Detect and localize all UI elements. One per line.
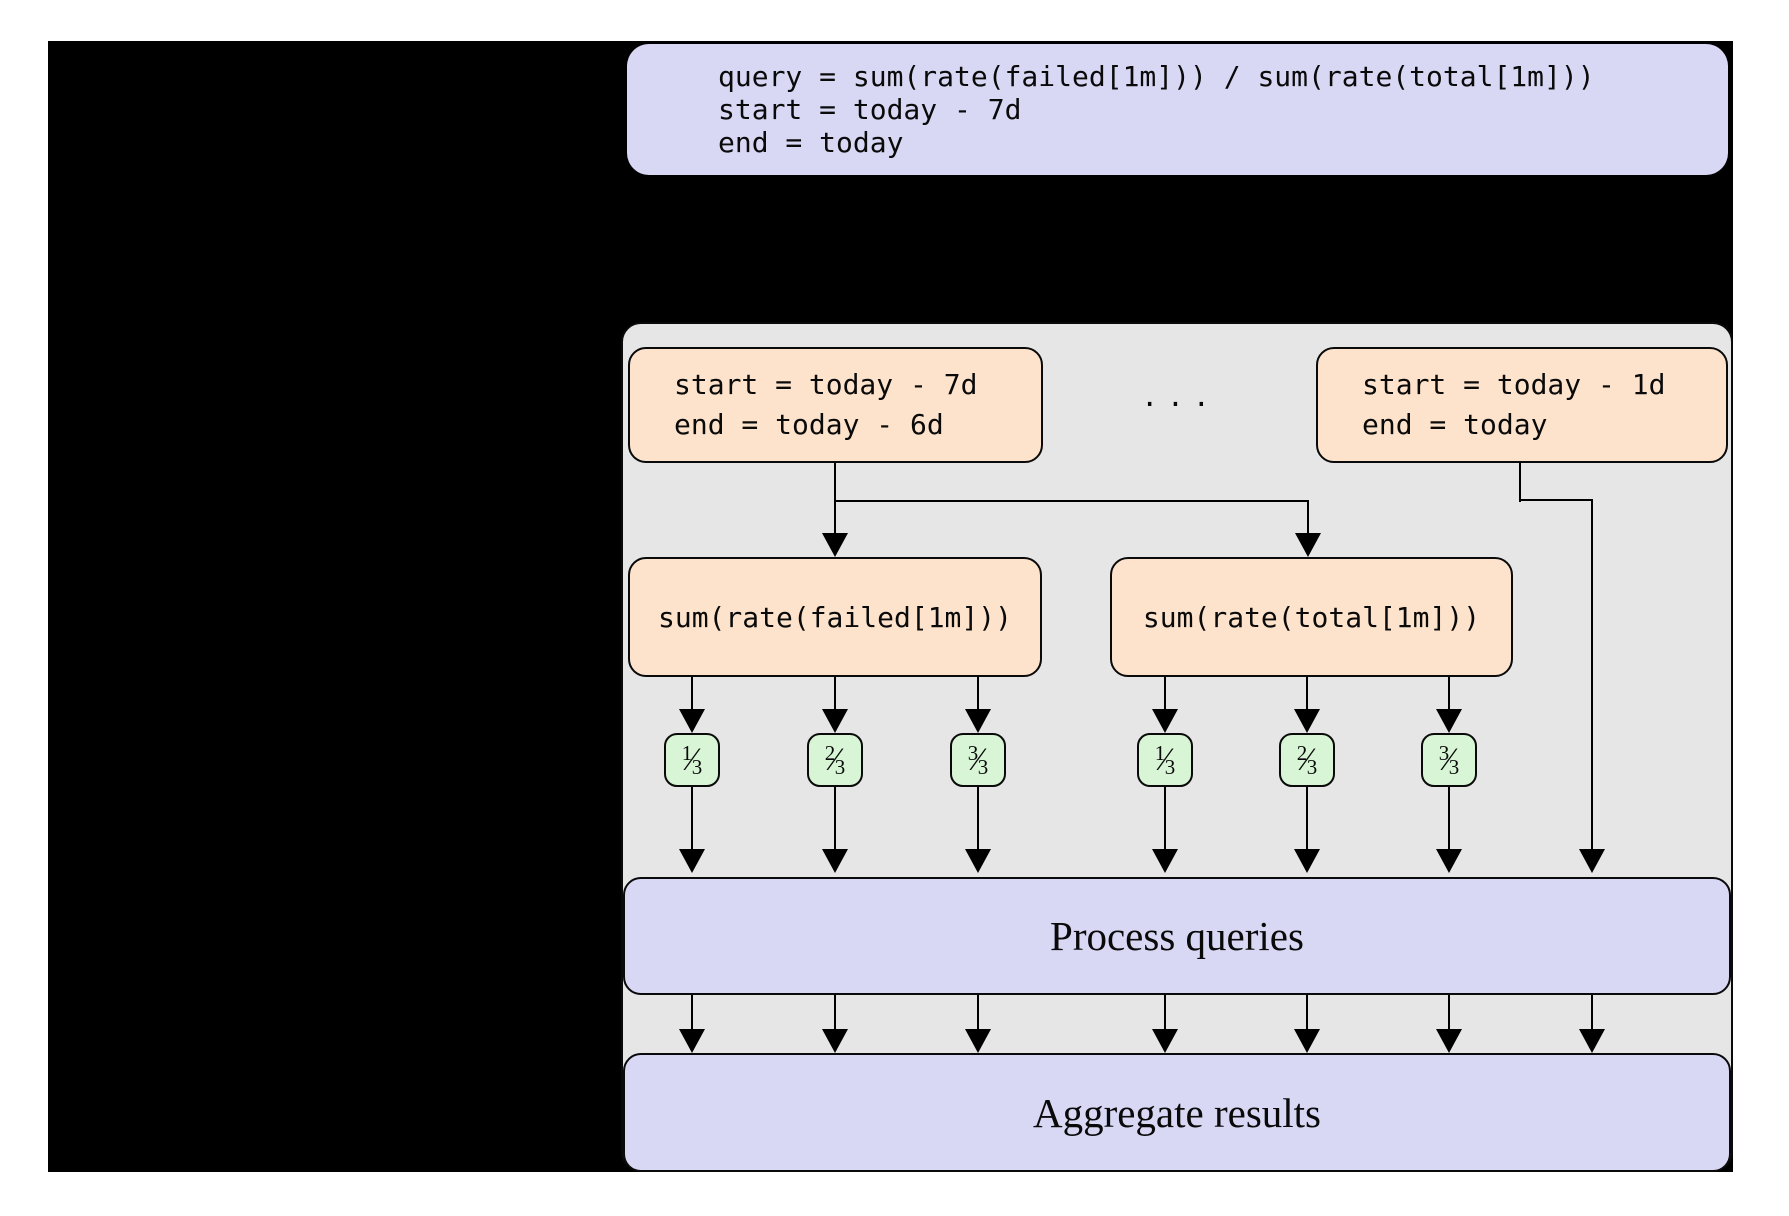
date-range-end: end = today - 6d [674, 408, 944, 441]
shard-fraction-box: 1⁄3 [664, 733, 720, 787]
connector-line [1306, 677, 1308, 709]
connector-line [834, 995, 836, 1029]
date-range-box-last: start = today - 1d end = today [1316, 347, 1728, 463]
shard-fraction-box: 2⁄3 [807, 733, 863, 787]
arrowhead-down-icon [822, 1029, 848, 1053]
process-queries-box: Process queries [623, 877, 1731, 995]
arrowhead-down-icon [822, 709, 848, 733]
fraction-label: 1⁄3 [681, 740, 703, 779]
connector-line [691, 787, 693, 849]
arrowhead-down-icon [965, 1029, 991, 1053]
arrowhead-down-icon [679, 709, 705, 733]
connector-line [834, 677, 836, 709]
fraction-slash-icon: ⁄ [832, 741, 838, 778]
connector-line [1307, 501, 1309, 533]
range-ellipsis: ... [1141, 380, 1219, 413]
date-range-end: end = today [1362, 408, 1548, 441]
connector-line [1164, 787, 1166, 849]
shard-fraction-box: 1⁄3 [1137, 733, 1193, 787]
arrowhead-down-icon [822, 533, 848, 557]
arrowhead-down-icon [1436, 849, 1462, 873]
fraction-label: 2⁄3 [824, 740, 846, 779]
connector-line [1306, 787, 1308, 849]
connector-line [977, 995, 979, 1029]
connector-line [1448, 995, 1450, 1029]
connector-line [1306, 995, 1308, 1029]
fraction-slash-icon: ⁄ [1304, 741, 1310, 778]
fraction-slash-icon: ⁄ [1446, 741, 1452, 778]
connector-line [1591, 500, 1593, 849]
shard-fraction-box: 3⁄3 [1421, 733, 1477, 787]
arrowhead-down-icon [1152, 1029, 1178, 1053]
connector-line [1164, 995, 1166, 1029]
connector-line [1448, 677, 1450, 709]
code-line-query: query = sum(rate(failed[1m])) / sum(rate… [718, 60, 1595, 93]
arrowhead-down-icon [679, 1029, 705, 1053]
arrowhead-down-icon [1294, 1029, 1320, 1053]
arrowhead-down-icon [1294, 709, 1320, 733]
connector-line [1519, 499, 1593, 501]
aggregate-results-box: Aggregate results [623, 1053, 1731, 1172]
connector-line [834, 500, 1309, 502]
arrowhead-down-icon [1579, 1029, 1605, 1053]
connector-line [834, 787, 836, 849]
fraction-label: 1⁄3 [1154, 740, 1176, 779]
shard-fraction-box: 2⁄3 [1279, 733, 1335, 787]
fraction-label: 2⁄3 [1296, 740, 1318, 779]
fraction-slash-icon: ⁄ [975, 741, 981, 778]
date-range-start: start = today - 1d [1362, 368, 1666, 401]
date-range-start: start = today - 7d [674, 368, 978, 401]
date-range-box-first: start = today - 7d end = today - 6d [628, 347, 1043, 463]
arrowhead-down-icon [1436, 1029, 1462, 1053]
connector-line [691, 677, 693, 709]
query-summary-box: query = sum(rate(failed[1m])) / sum(rate… [627, 44, 1728, 175]
code-line-start: start = today - 7d [718, 93, 1022, 126]
arrowhead-down-icon [965, 849, 991, 873]
code-line-end: end = today [718, 126, 904, 159]
fraction-label: 3⁄3 [967, 740, 989, 779]
subquery-box-failed: sum(rate(failed[1m])) [628, 557, 1042, 677]
arrowhead-down-icon [1152, 709, 1178, 733]
connector-line [1164, 677, 1166, 709]
arrowhead-down-icon [822, 849, 848, 873]
connector-line [1591, 995, 1593, 1029]
connector-line [1519, 463, 1521, 502]
arrowhead-down-icon [1294, 849, 1320, 873]
fraction-slash-icon: ⁄ [689, 741, 695, 778]
fraction-slash-icon: ⁄ [1162, 741, 1168, 778]
arrowhead-down-icon [1152, 849, 1178, 873]
subquery-box-total: sum(rate(total[1m])) [1110, 557, 1513, 677]
arrowhead-down-icon [1579, 849, 1605, 873]
arrowhead-down-icon [965, 709, 991, 733]
arrowhead-down-icon [1295, 533, 1321, 557]
connector-line [834, 463, 836, 533]
arrowhead-down-icon [679, 849, 705, 873]
connector-line [977, 677, 979, 709]
shard-fraction-box: 3⁄3 [950, 733, 1006, 787]
fraction-label: 3⁄3 [1438, 740, 1460, 779]
connector-line [977, 787, 979, 849]
arrowhead-down-icon [1436, 709, 1462, 733]
connector-line [691, 995, 693, 1029]
connector-line [1448, 787, 1450, 849]
